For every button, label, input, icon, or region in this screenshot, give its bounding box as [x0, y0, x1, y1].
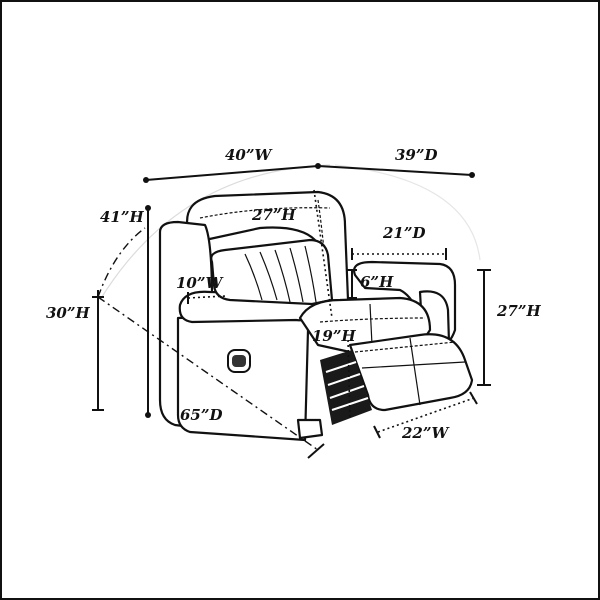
- dim-height-overall: [145, 205, 151, 418]
- dim-seat-depth: [351, 248, 447, 260]
- label-arm-height: 30”H: [46, 304, 91, 322]
- dim-depth-overall: [317, 165, 475, 178]
- label-seat-height: 19”H: [312, 327, 357, 345]
- dim-arm-height: [92, 290, 104, 411]
- recline-lever-icon: [227, 349, 251, 373]
- label-back-height: 27”H: [251, 206, 297, 224]
- label-reclined-length: 65”D: [180, 406, 223, 424]
- label-footrest-width: 22”W: [401, 424, 451, 442]
- recline-arc-right: [334, 164, 481, 261]
- label-arm-width: 10”W: [176, 274, 225, 292]
- label-width-overall: 40”W: [225, 146, 274, 164]
- dim-seat-height: [347, 339, 351, 421]
- dim-arm-above-seat: [347, 269, 357, 299]
- dim-reclined-length: [97, 227, 325, 459]
- dim-recline-height: [477, 269, 491, 386]
- recliner-chair-icon: [158, 190, 474, 442]
- label-arm-above-seat: 6”H: [360, 273, 394, 291]
- label-depth-overall: 39”D: [395, 146, 438, 164]
- dim-footrest-width: [373, 391, 478, 439]
- label-recline-height: 27”H: [496, 302, 542, 320]
- dim-arm-width: [187, 292, 227, 304]
- dim-width-overall: [143, 163, 321, 183]
- label-seat-depth: 21”D: [382, 224, 426, 242]
- label-height-overall: 41”H: [100, 208, 145, 226]
- dim-back-height: [313, 189, 333, 319]
